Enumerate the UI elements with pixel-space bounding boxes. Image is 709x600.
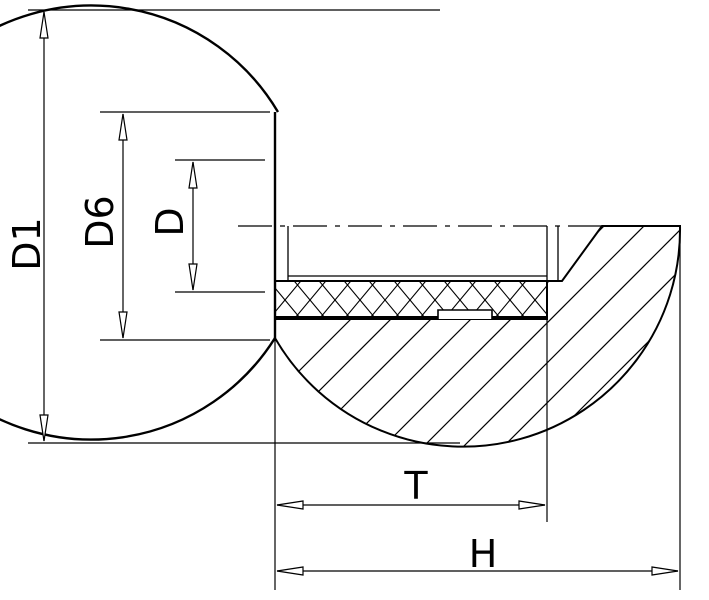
arrow-H-left bbox=[276, 566, 304, 576]
thread-insert bbox=[274, 280, 548, 320]
arrow-D-top bbox=[188, 161, 198, 189]
arrow-D1-top bbox=[39, 11, 49, 39]
extension-lines bbox=[28, 9, 681, 590]
label-D6: D6 bbox=[78, 195, 122, 248]
label-D: D bbox=[148, 207, 192, 236]
arrow-D-bottom bbox=[188, 263, 198, 291]
section-body bbox=[274, 225, 682, 448]
arrow-D6-top bbox=[118, 113, 128, 141]
label-H: H bbox=[469, 532, 498, 576]
arrow-H-right bbox=[651, 566, 679, 576]
arrow-T-left bbox=[276, 500, 304, 510]
arrow-T-right bbox=[518, 500, 546, 510]
arrow-D1-bottom bbox=[39, 414, 49, 442]
label-T: T bbox=[403, 464, 428, 508]
bore-walls bbox=[287, 226, 559, 281]
arrow-D6-bottom bbox=[118, 311, 128, 339]
label-D1: D1 bbox=[5, 217, 49, 270]
dimension-lines bbox=[39, 11, 679, 576]
